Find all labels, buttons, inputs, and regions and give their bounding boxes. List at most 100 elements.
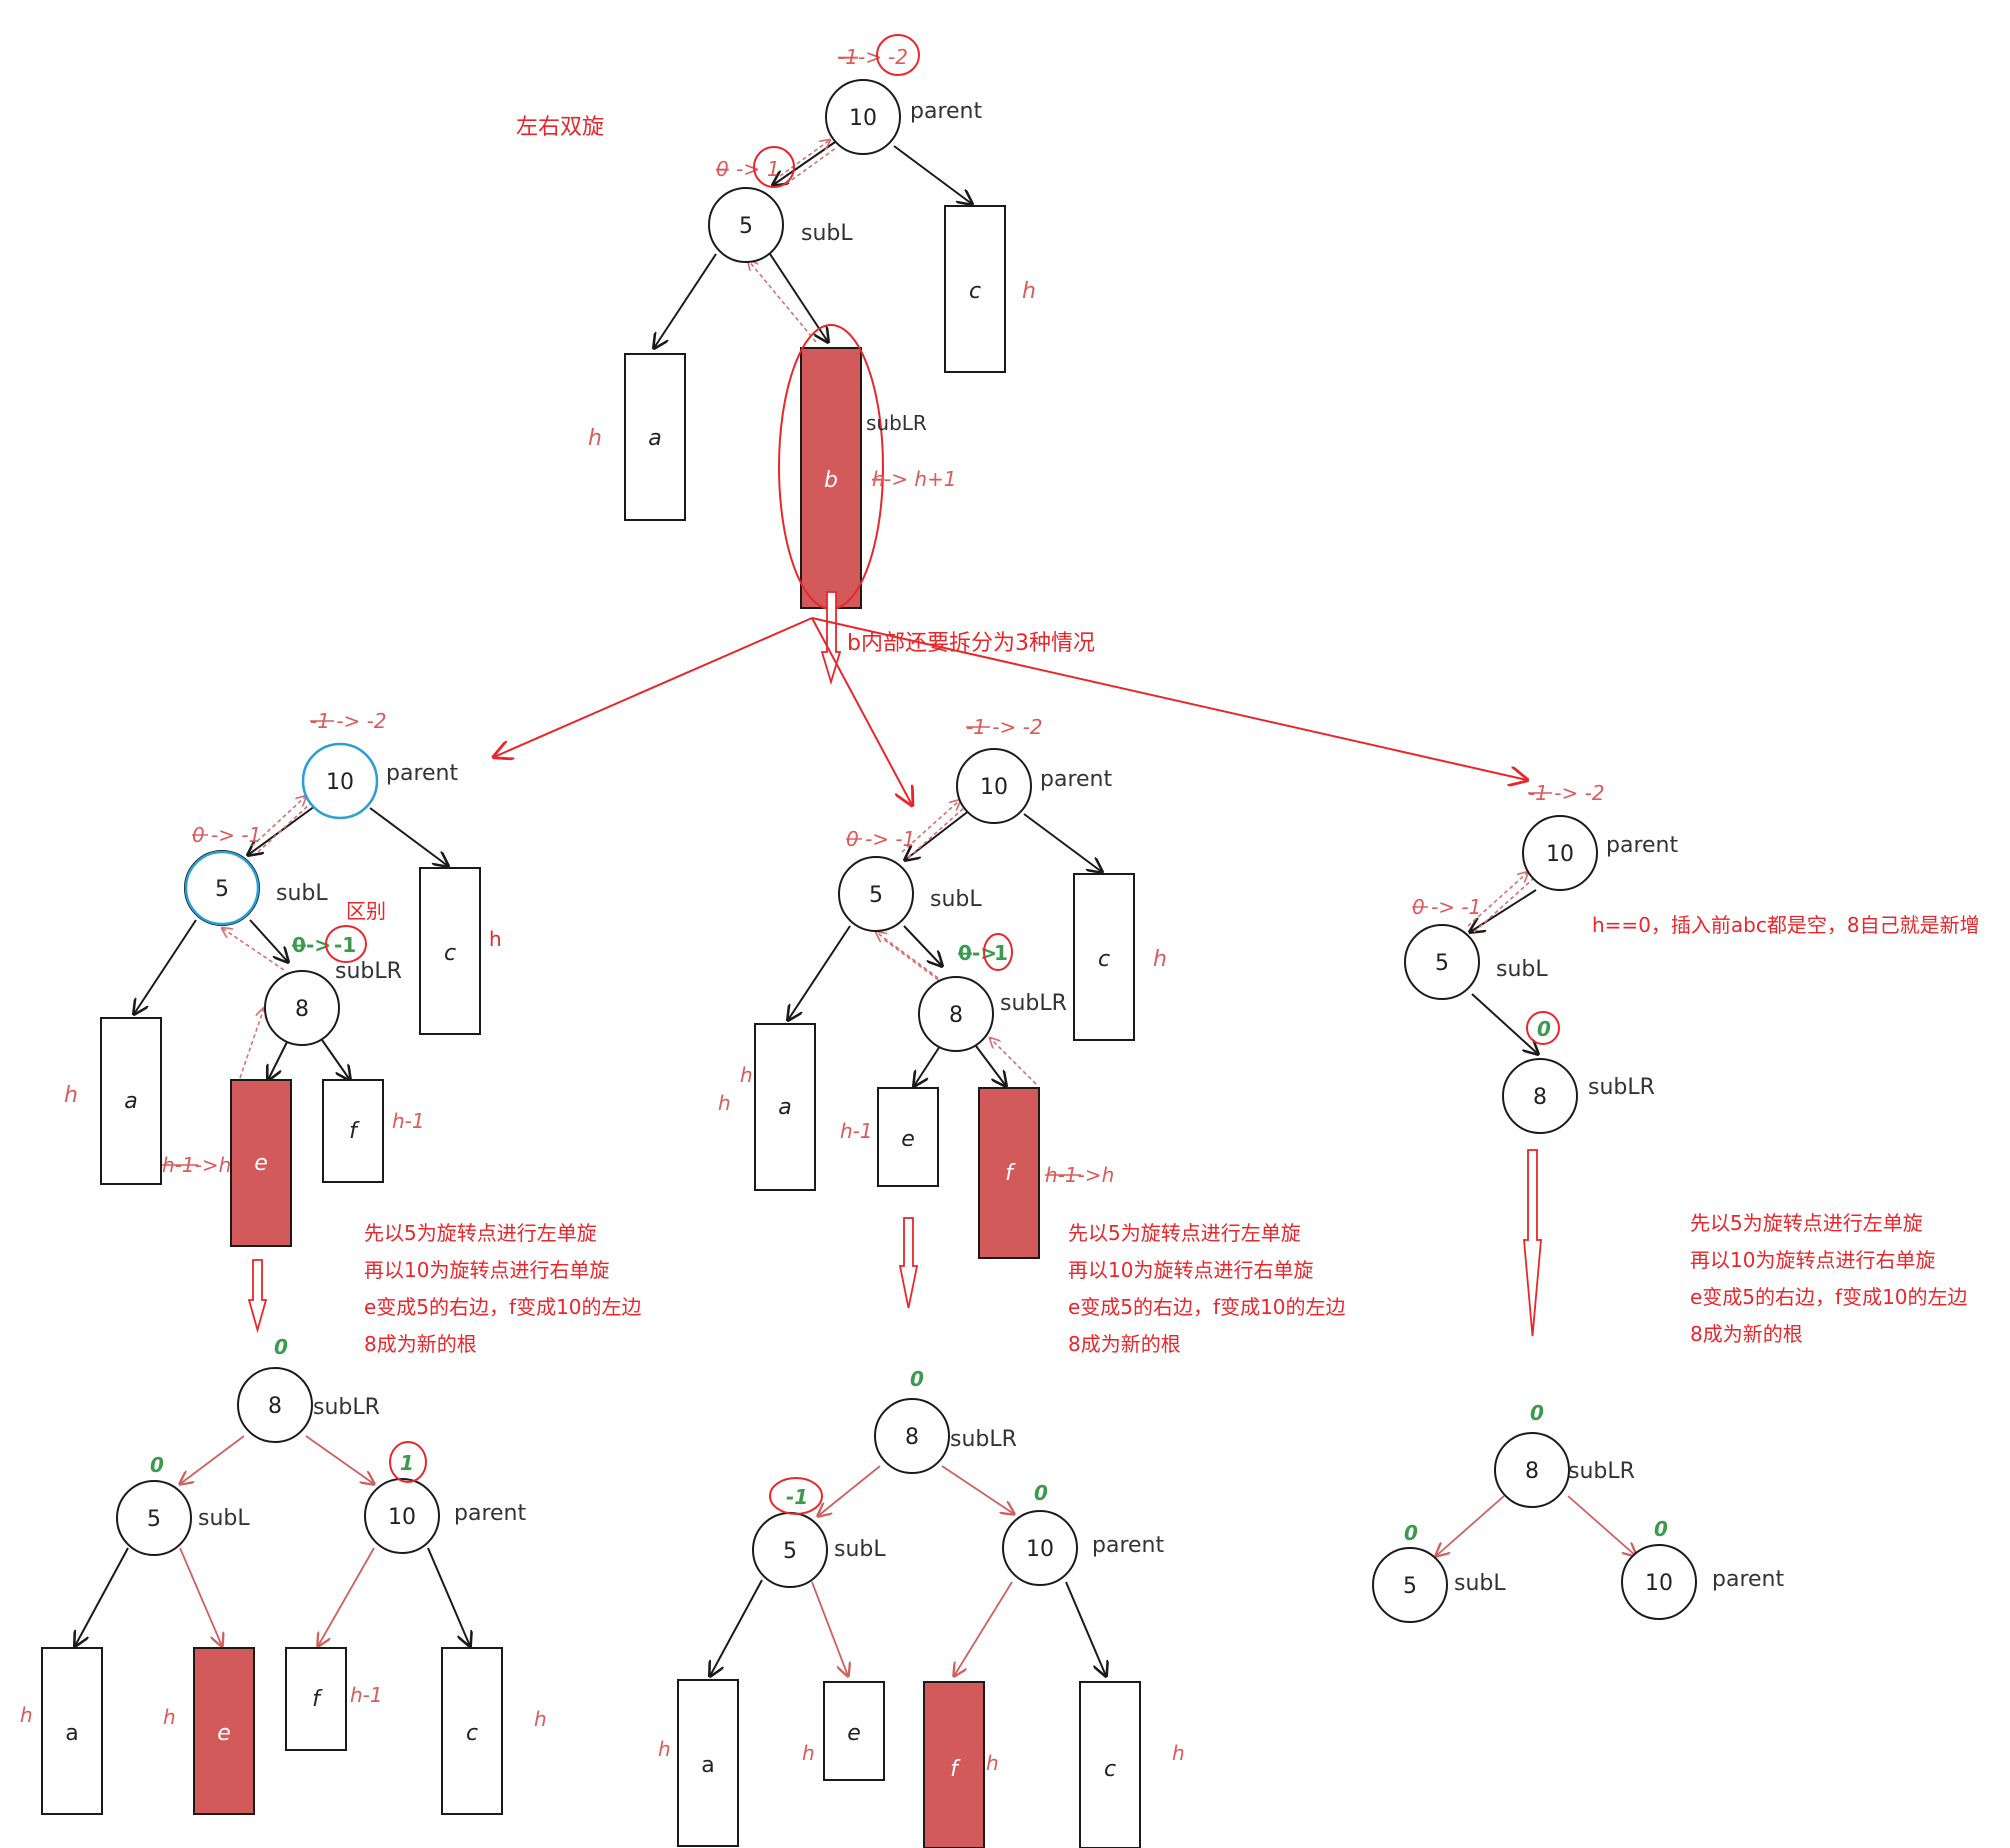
c2-note-1: 先以5为旋转点进行左单旋 bbox=[1068, 1221, 1301, 1245]
c3-node-10-label: 10 bbox=[1546, 842, 1574, 867]
c2r-subtree-f-label: f bbox=[950, 1757, 961, 1782]
top-bf5-circle bbox=[753, 146, 795, 188]
c2-node-5 bbox=[838, 856, 914, 932]
c2-subtree-f-label: f bbox=[1005, 1161, 1016, 1186]
c2r-subtree-e-label: e bbox=[847, 1721, 861, 1746]
c2r-node-8-label: 8 bbox=[905, 1425, 919, 1450]
c1r-subtree-a-label: a bbox=[65, 1721, 78, 1746]
c2-bf8-circle bbox=[983, 933, 1013, 971]
c3-edge-5-8 bbox=[1471, 993, 1538, 1054]
c2-up-arrow-f-8 bbox=[990, 1038, 1037, 1085]
c1r-node-5-label: 5 bbox=[147, 1507, 161, 1532]
case2-before: 10 5 8 parent subL subLR -1 -> -2 0 -> -… bbox=[718, 715, 1346, 1356]
c2-h-e: h-1 bbox=[840, 1119, 873, 1143]
c2r-subtree-c bbox=[1079, 1681, 1141, 1848]
c1r-subtree-c bbox=[441, 1647, 503, 1815]
c2r-h-e: h bbox=[802, 1741, 815, 1765]
c3r-subL-label: subL bbox=[1454, 1571, 1506, 1596]
top-bf10-circle bbox=[876, 34, 920, 76]
c3-subL-label: subL bbox=[1496, 957, 1548, 982]
c2r-h-f: h bbox=[986, 1751, 999, 1775]
c2r-edge-10-c bbox=[1065, 1581, 1106, 1676]
c2-edge-10-c bbox=[1023, 813, 1102, 872]
top-node-10 bbox=[825, 79, 901, 155]
c1-node-8-label: 8 bbox=[295, 997, 309, 1022]
c3r-node-5-label: 5 bbox=[1403, 1574, 1417, 1599]
c2-up-arrow-5-10 bbox=[901, 800, 960, 853]
c2r-bf8: 0 bbox=[910, 1367, 924, 1391]
c3-note-4: 8成为新的根 bbox=[1690, 1322, 1803, 1346]
c1r-edge-5-a bbox=[75, 1547, 129, 1646]
c1-note-3: e变成5的右边，f变成10的左边 bbox=[364, 1295, 642, 1319]
c1-note-1: 先以5为旋转点进行左单旋 bbox=[364, 1221, 597, 1245]
c1-up-arrow-e-8 bbox=[239, 1008, 264, 1079]
c2-node-10 bbox=[956, 748, 1032, 824]
c2-up-arrow-5-10-b bbox=[907, 805, 967, 859]
c1r-edge-10-c bbox=[427, 1547, 470, 1646]
c3r-node-10 bbox=[1621, 1544, 1697, 1620]
c2r-edge-10-f bbox=[954, 1581, 1013, 1676]
c1r-edge-8-5 bbox=[180, 1435, 245, 1484]
top-bf10-old: -1 bbox=[838, 45, 858, 69]
c2r-bf5: -1 bbox=[786, 1485, 808, 1509]
c3r-node-8 bbox=[1494, 1432, 1570, 1508]
c1-down-arrow bbox=[247, 1259, 268, 1334]
c3-node-5-label: 5 bbox=[1435, 951, 1449, 976]
c1-edge-5-8 bbox=[249, 919, 288, 962]
c2-up-arrow-8-5-b bbox=[881, 937, 945, 985]
top-node-10-label: 10 bbox=[849, 106, 877, 131]
c2r-node-8 bbox=[874, 1398, 950, 1474]
case3-before: 10 5 8 parent subL subLR -1 -> -2 0 -> -… bbox=[1404, 781, 1980, 1346]
split-arrow-case2 bbox=[811, 617, 912, 805]
c1r-subL-label: subL bbox=[198, 1506, 250, 1531]
c3r-node-8-label: 8 bbox=[1525, 1459, 1539, 1484]
c1-parent-label: parent bbox=[386, 761, 458, 786]
c2r-subL-label: subL bbox=[834, 1537, 886, 1562]
c1-node-10-label: 10 bbox=[326, 770, 354, 795]
c2-subL-label: subL bbox=[930, 887, 982, 912]
c3r-bf5: 0 bbox=[1404, 1521, 1418, 1545]
c1-up-arrow-8-5 bbox=[222, 928, 285, 971]
top-h-b-old: h bbox=[872, 467, 885, 491]
c3-parent-label: parent bbox=[1606, 833, 1678, 858]
c1r-bf8: 0 bbox=[274, 1335, 288, 1359]
c2-edge-5-8 bbox=[903, 925, 942, 966]
c1r-node-10-label: 10 bbox=[388, 1505, 416, 1530]
c2r-subtree-f bbox=[923, 1681, 985, 1848]
c2-subtree-c bbox=[1073, 873, 1135, 1041]
c3-note-3: e变成5的右边，f变成10的左边 bbox=[1690, 1285, 1968, 1309]
c3r-bf10: 0 bbox=[1654, 1517, 1668, 1541]
top-edge-10-c bbox=[893, 145, 972, 204]
top-down-arrow bbox=[820, 591, 842, 686]
top-bf5-new: 1 bbox=[767, 157, 780, 181]
c1-up-arrow-5-10 bbox=[251, 796, 306, 847]
split-arrow-case1 bbox=[494, 617, 813, 757]
c2-note-2: 再以10为旋转点进行右单旋 bbox=[1068, 1258, 1313, 1282]
top-h-a: h bbox=[588, 426, 602, 451]
c2r-node-10-label: 10 bbox=[1026, 1537, 1054, 1562]
top-bf10-arrow: -> bbox=[858, 45, 882, 69]
c1-subtree-c bbox=[419, 867, 481, 1035]
c2r-subtree-a-label: a bbox=[701, 1753, 714, 1778]
c3r-parent-label: parent bbox=[1712, 1567, 1784, 1592]
top-edge-5-a bbox=[654, 253, 717, 348]
top-h-b-new: -> h+1 bbox=[884, 467, 957, 491]
c1-bf8-old: 0 bbox=[292, 933, 306, 957]
c1r-h-c: h bbox=[534, 1707, 547, 1731]
c1-node-5-label: 5 bbox=[215, 877, 229, 902]
c2-note-4: 8成为新的根 bbox=[1068, 1332, 1181, 1356]
c1r-node-8 bbox=[237, 1367, 313, 1443]
c1r-node-10 bbox=[364, 1478, 440, 1554]
c1r-subLR-label: subLR bbox=[313, 1395, 380, 1420]
c3-down-arrow bbox=[1523, 1149, 1542, 1337]
c2r-edge-8-5 bbox=[818, 1465, 881, 1516]
case1-before: 10 5 8 parent subL subLR 区别 -1 -> -2 0 -… bbox=[64, 709, 642, 1356]
c1r-subtree-f-label: f bbox=[312, 1687, 323, 1712]
c2-up-arrow-8-5 bbox=[876, 932, 939, 979]
c1-edge-5-a bbox=[134, 919, 197, 1014]
c1-subtree-a bbox=[100, 1017, 162, 1185]
c3r-subLR-label: subLR bbox=[1568, 1459, 1635, 1484]
title: 左右双旋 bbox=[516, 115, 604, 140]
top-h-c: h bbox=[1022, 279, 1036, 304]
